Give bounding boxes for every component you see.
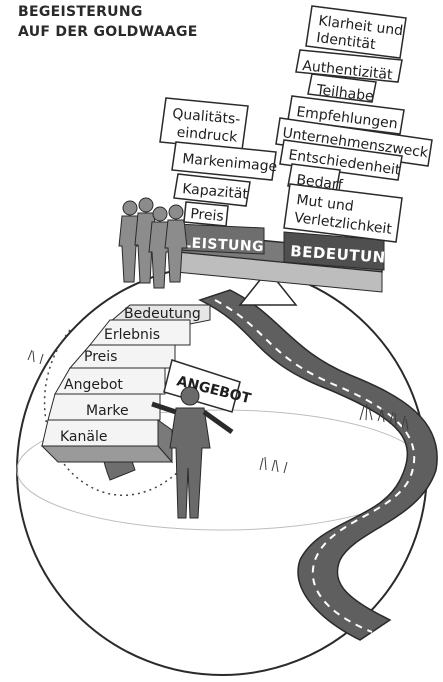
stair-step-label: Angebot	[64, 377, 123, 393]
left-card-label: Kapazität	[182, 181, 249, 203]
left-card-line: Qualitäts-	[172, 106, 241, 128]
balance-scale: LEISTUNG BEDEUTUNG	[175, 223, 399, 306]
people-group	[118, 197, 188, 289]
stair-step-label: Preis	[84, 349, 117, 365]
grass	[27, 349, 409, 474]
stair-step-label: Marke	[86, 403, 129, 419]
right-card-line: Identität	[315, 30, 376, 53]
title-line-2: AUF DER GOLDWAAGE	[18, 24, 198, 40]
stair-steps	[40, 304, 211, 464]
right-card-label: Teilhabe	[315, 82, 375, 105]
stair-step-label: Bedeutung	[124, 306, 201, 322]
presenter-figure: ANGEBOT	[151, 359, 253, 519]
right-card-line: Mut und	[296, 192, 355, 215]
scale-left-label: LEISTUNG	[182, 235, 265, 255]
stair-step-label: Kanäle	[60, 429, 107, 445]
diagram-title: BEGEISTERUNG AUF DER GOLDWAAGE	[18, 2, 198, 42]
left-card-label: Qualitäts- eindruck	[170, 106, 245, 146]
left-pan-cards: Qualitäts- eindruck Markenimage Kapazitä…	[159, 97, 278, 227]
stair-step-labels: Bedeutung Erlebnis Preis Angebot Marke K…	[60, 306, 201, 445]
left-card-label: Preis	[190, 206, 225, 225]
title-line-1: BEGEISTERUNG	[18, 4, 143, 20]
left-card-line: eindruck	[176, 125, 239, 146]
stair-step-label: Erlebnis	[104, 327, 160, 343]
right-pan-cards: Klarheit und Identität Authentizität Tei…	[275, 5, 433, 243]
right-card-label: Bedarf	[296, 172, 345, 194]
